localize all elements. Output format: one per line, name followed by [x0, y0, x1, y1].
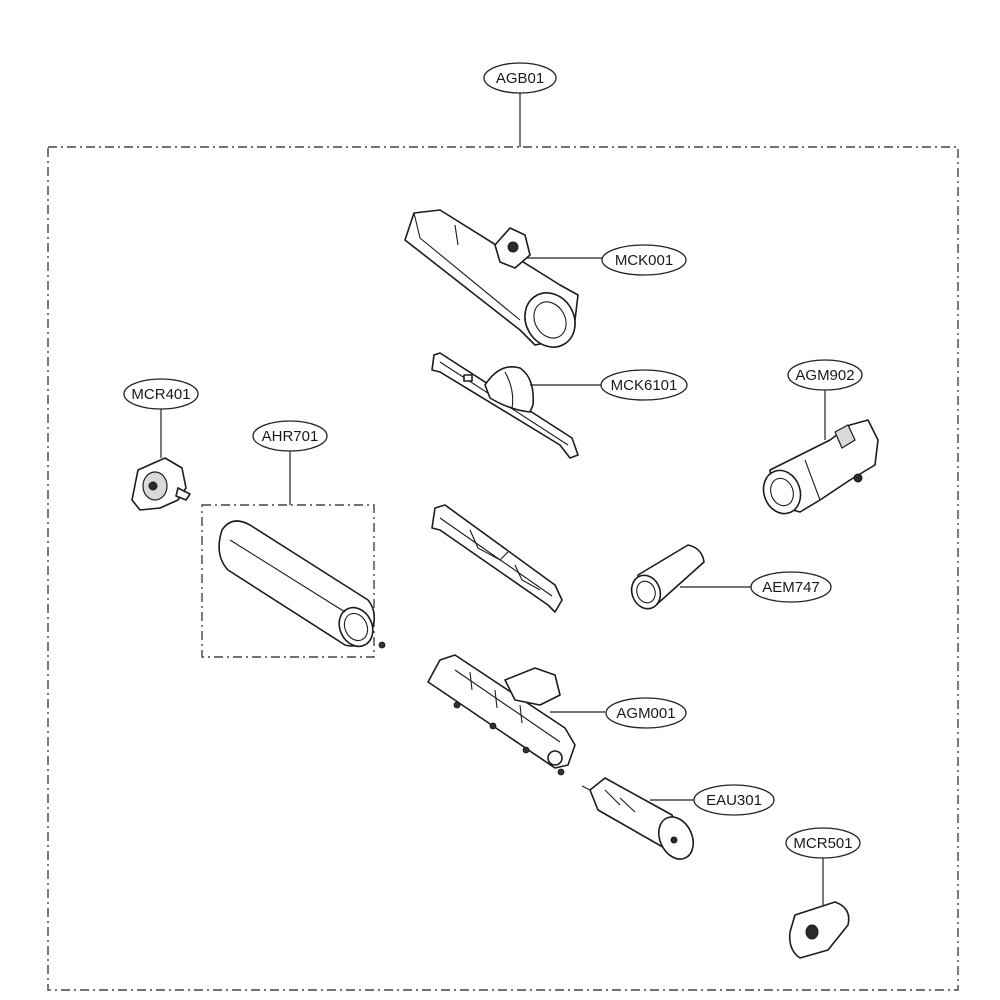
callout-mck6101: MCK6101: [530, 369, 688, 401]
assembly-frame: [47, 146, 959, 991]
callout-eau301: EAU301: [650, 784, 775, 816]
callout-mcr501: MCR501: [785, 827, 861, 905]
callout-mck001-label: MCK001: [615, 252, 673, 269]
part-eau301: [581, 777, 695, 860]
part-agm902: [762, 419, 879, 515]
callout-aem747: AEM747: [680, 571, 832, 603]
callout-ahr701: AHR701: [252, 420, 328, 505]
part-mck001: [404, 209, 579, 348]
part-aem747: [630, 544, 705, 610]
callout-eau301-label: EAU301: [706, 792, 762, 809]
callout-agb01-label: AGB01: [496, 70, 544, 87]
callout-mcr501-label: MCR501: [793, 835, 852, 852]
callout-aem747-label: AEM747: [762, 579, 820, 596]
part-agm001: [427, 654, 576, 769]
ahr701-subassembly-frame: [201, 504, 375, 658]
screws-agm001: [453, 701, 565, 776]
callout-mck6101-label: MCK6101: [611, 377, 678, 394]
callout-agm001: AGM001: [550, 697, 687, 729]
callout-ahr701-label: AHR701: [262, 428, 319, 445]
callout-mck001: MCK001: [527, 244, 687, 276]
part-bracket: [431, 504, 563, 613]
part-mcr501: [788, 901, 850, 959]
callout-mcr401-label: MCR401: [131, 386, 190, 403]
part-mck6101: [431, 352, 579, 459]
callout-mcr401: MCR401: [123, 378, 199, 458]
callout-agb01: AGB01: [483, 62, 557, 147]
part-mcr401: [131, 457, 191, 511]
callout-agm001-label: AGM001: [616, 705, 675, 722]
callout-agm902: AGM902: [787, 359, 863, 440]
part-ahr701: [218, 520, 386, 649]
callout-agm902-label: AGM902: [795, 367, 854, 384]
